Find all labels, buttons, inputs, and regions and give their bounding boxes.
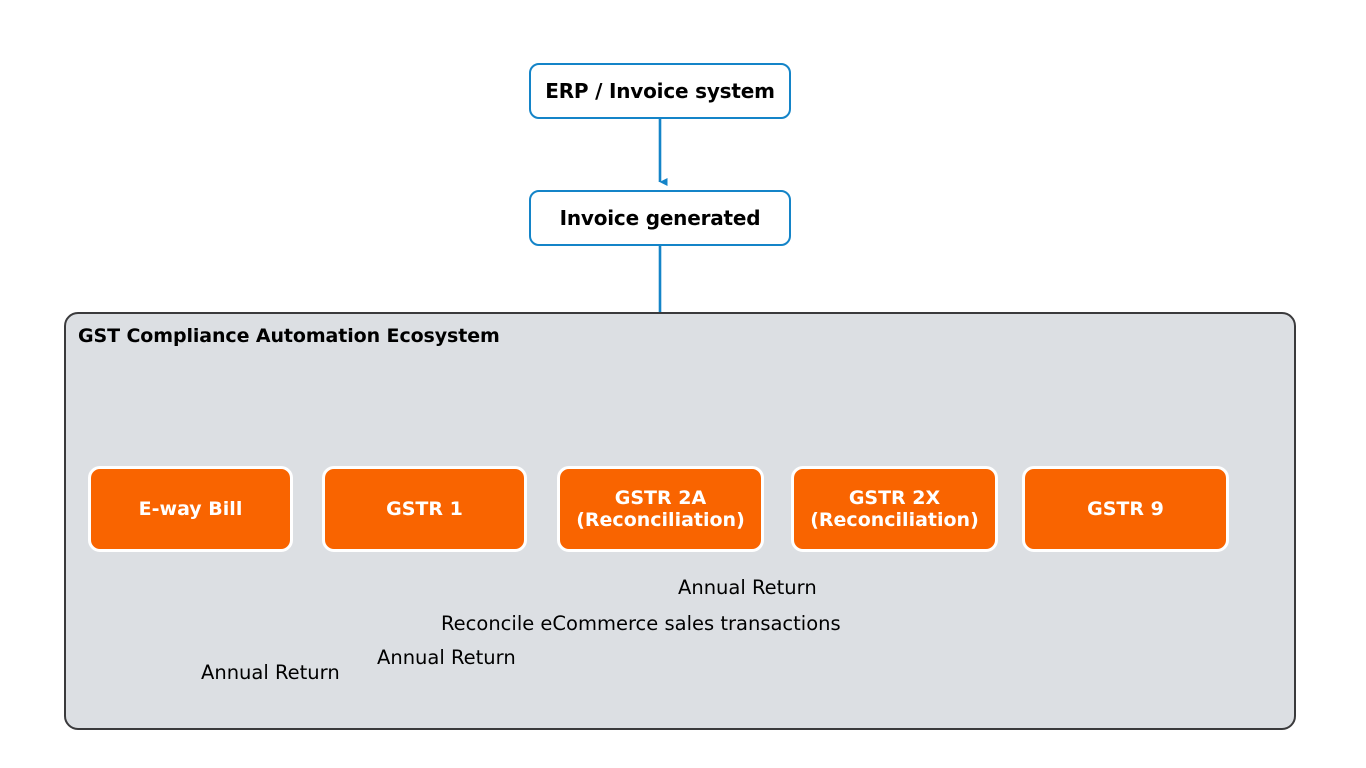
- node-gstr-1[interactable]: GSTR 1: [322, 466, 527, 552]
- node-gstr-2x-label: GSTR 2X: [848, 486, 941, 509]
- node-gstr-2a-label: GSTR 2A: [614, 486, 707, 509]
- node-gstr-9-label: GSTR 9: [1087, 497, 1164, 520]
- node-eway-bill[interactable]: E-way Bill: [88, 466, 293, 552]
- edge-label-annual-return-gstr2a: Annual Return: [674, 577, 821, 598]
- node-gstr-2x[interactable]: GSTR 2X (Reconciliation): [791, 466, 998, 552]
- node-gstr-2x-sublabel: (Reconciliation): [810, 509, 979, 531]
- ecosystem-title: GST Compliance Automation Ecosystem: [78, 325, 500, 347]
- edge-label-annual-return-eway: Annual Return: [197, 662, 344, 683]
- node-erp-label: ERP / Invoice system: [545, 79, 775, 103]
- node-gstr-2a-sublabel: (Reconciliation): [576, 509, 745, 531]
- node-eway-bill-label: E-way Bill: [138, 497, 243, 520]
- node-gstr-2a[interactable]: GSTR 2A (Reconciliation): [557, 466, 764, 552]
- node-erp-invoice-system[interactable]: ERP / Invoice system: [529, 63, 791, 119]
- edge-label-annual-return-gstr1: Annual Return: [373, 647, 520, 668]
- node-invoice-label: Invoice generated: [559, 206, 761, 230]
- edge-label-reconcile-ecommerce: Reconcile eCommerce sales transactions: [437, 613, 845, 634]
- node-gstr-1-label: GSTR 1: [386, 497, 463, 520]
- node-gstr-9[interactable]: GSTR 9: [1022, 466, 1229, 552]
- node-invoice-generated[interactable]: Invoice generated: [529, 190, 791, 246]
